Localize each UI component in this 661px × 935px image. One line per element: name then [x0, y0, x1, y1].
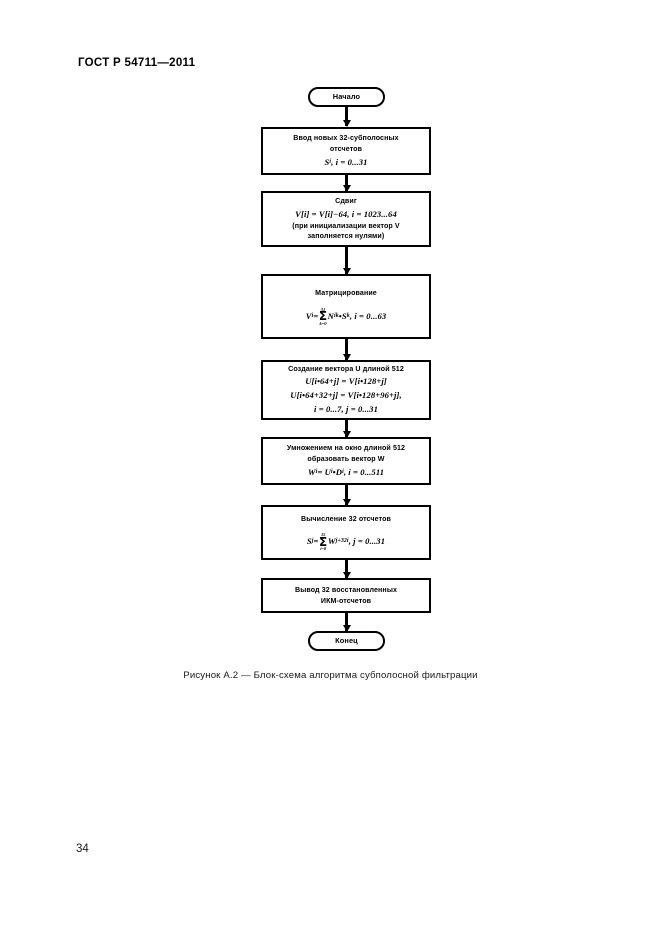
compute-eq: = [313, 536, 319, 547]
arrow-matrixing-to-vector-u [345, 339, 348, 360]
compute-lhs: S [306, 536, 312, 547]
compute-range: , j = 0...31 [348, 536, 386, 547]
sigma-glyph: Σ [319, 534, 328, 549]
window-formula-sub3: i [342, 468, 344, 475]
window-formula-var: W [307, 466, 316, 477]
page-number: 34 [76, 843, 89, 855]
flow-node-shift: Сдвиг V[i] = V[i]−64, i = 1023...64 (при… [261, 191, 431, 247]
arrow-start-to-input [345, 107, 348, 126]
sum-lower-limit: i=0 [320, 546, 327, 552]
window-formula-mult: •D [332, 466, 343, 477]
matrixing-body2: S [341, 310, 347, 321]
standard-header: ГОСТ Р 54711—2011 [78, 57, 196, 69]
flow-node-shift-formula: V[i] = V[i]−64, i = 1023...64 [295, 208, 397, 219]
flow-node-input-line1: Ввод новых 32-субполосных [293, 134, 399, 143]
window-formula-range: , i = 0...511 [343, 466, 385, 477]
flow-node-vector-u-line1: U[i•64+j] = V[i•128+j] [305, 376, 387, 387]
flow-node-vector-u-title: Создание вектора U длиной 512 [288, 364, 404, 373]
matrixing-range: , i = 0...63 [349, 310, 387, 321]
flow-node-compute-title: Вычисление 32 отсчетов [301, 515, 391, 524]
sum-upper-limit: 31 [320, 306, 326, 312]
input-formula-var: S [324, 156, 330, 167]
flow-node-end: Конец [308, 631, 385, 651]
matrixing-mult: • [338, 310, 342, 321]
matrixing-body2-sub: k [346, 312, 350, 319]
flow-node-vector-u: Создание вектора U длиной 512 U[i•64+j] … [261, 360, 431, 420]
matrixing-lhs: V [305, 310, 312, 321]
arrow-window-to-compute [345, 485, 348, 505]
arrow-shift-to-matrixing [345, 247, 348, 274]
compute-body-sub: j+32i [335, 538, 349, 545]
flow-node-window-line1: Умножением на окно длиной 512 [286, 444, 406, 453]
sum-upper-limit: 15 [320, 532, 326, 538]
flow-node-start-label: Начало [332, 92, 361, 102]
flow-node-vector-u-line2: U[i•64+32+j] = V[i•128+96+j], [290, 390, 402, 401]
matrixing-lhs-sub: i [311, 312, 314, 319]
flow-node-output-line1: Вывод 32 восстановленных [294, 585, 398, 594]
window-formula-sub: i [315, 468, 318, 475]
flow-node-end-label: Конец [335, 636, 358, 646]
flow-node-vector-u-line3: i = 0...7, j = 0...31 [314, 404, 378, 415]
sum-lower-limit: k=0 [319, 320, 327, 326]
arrow-input-to-shift [345, 175, 348, 191]
figure-caption: Рисунок А.2 — Блок-схема алгоритма субпо… [183, 670, 478, 681]
flow-node-start: Начало [308, 87, 385, 107]
arrow-vector-u-to-window [345, 420, 348, 437]
flow-node-output-line2: ИКМ-отсчетов [320, 596, 372, 605]
arrow-compute-to-output [345, 560, 348, 578]
flow-node-output: Вывод 32 восстановленных ИКМ-отсчетов [261, 578, 431, 613]
compute-body: W [327, 536, 336, 547]
input-formula-sub: i [329, 158, 332, 165]
compute-lhs-sub: j [311, 538, 314, 545]
window-formula-rest: = U [317, 466, 331, 477]
arrow-output-to-end [345, 613, 348, 631]
flow-node-window-line2: образовать вектор W [307, 455, 385, 464]
matrixing-body-sub: ik [333, 312, 339, 319]
input-formula-rest: , i = 0...31 [331, 156, 368, 167]
flow-node-shift-note1: (при инициализации вектор V [292, 221, 400, 230]
flow-node-shift-title: Сдвиг [335, 197, 357, 206]
sigma-glyph: Σ [318, 309, 328, 324]
matrixing-eq: = [313, 310, 319, 321]
window-formula-sub2: i [330, 468, 333, 475]
matrixing-body: N [327, 310, 334, 321]
flowchart-figure-a2: Начало Ввод новых 32-субполосных отсчето… [0, 0, 661, 700]
flow-node-matrixing-title: Матрицирование [315, 288, 377, 297]
flow-node-shift-note2: заполняется нулями) [307, 232, 385, 241]
flow-node-input-line2: отсчетов [329, 145, 363, 154]
flow-node-window: Умножением на окно длиной 512 образовать… [261, 437, 431, 485]
